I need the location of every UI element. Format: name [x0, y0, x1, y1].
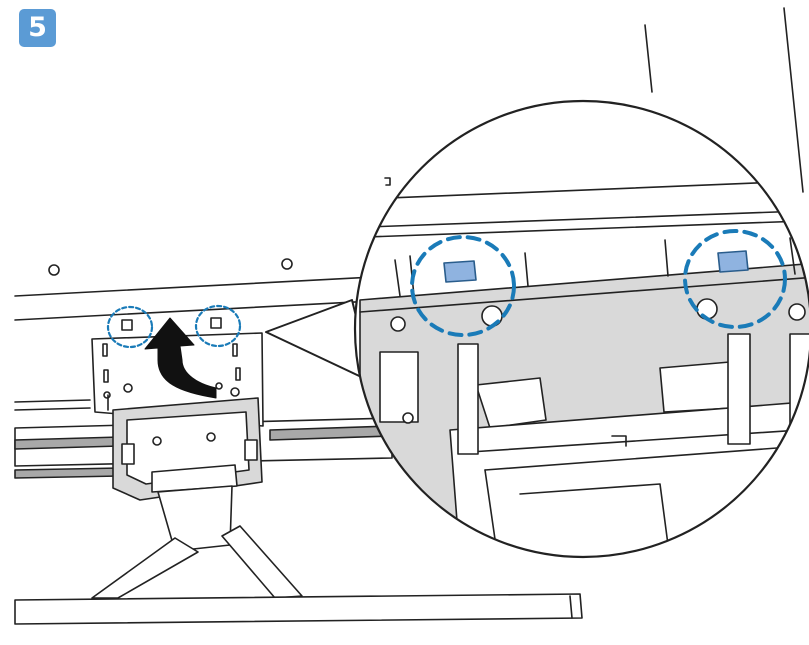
latch-right	[717, 250, 749, 273]
curved-up-arrow-icon	[144, 317, 217, 399]
bracket-slot	[210, 317, 222, 329]
latch-left	[443, 260, 477, 283]
latch-highlight-small	[106, 304, 242, 349]
latch-highlight-large	[410, 229, 787, 337]
magnified-inset	[353, 99, 809, 559]
step-number-badge: 5	[19, 9, 56, 47]
screw-hole	[281, 258, 293, 270]
stand-base	[14, 525, 583, 625]
screw-hole	[48, 264, 60, 276]
stand-column	[112, 397, 263, 552]
bracket-slot	[121, 319, 133, 331]
